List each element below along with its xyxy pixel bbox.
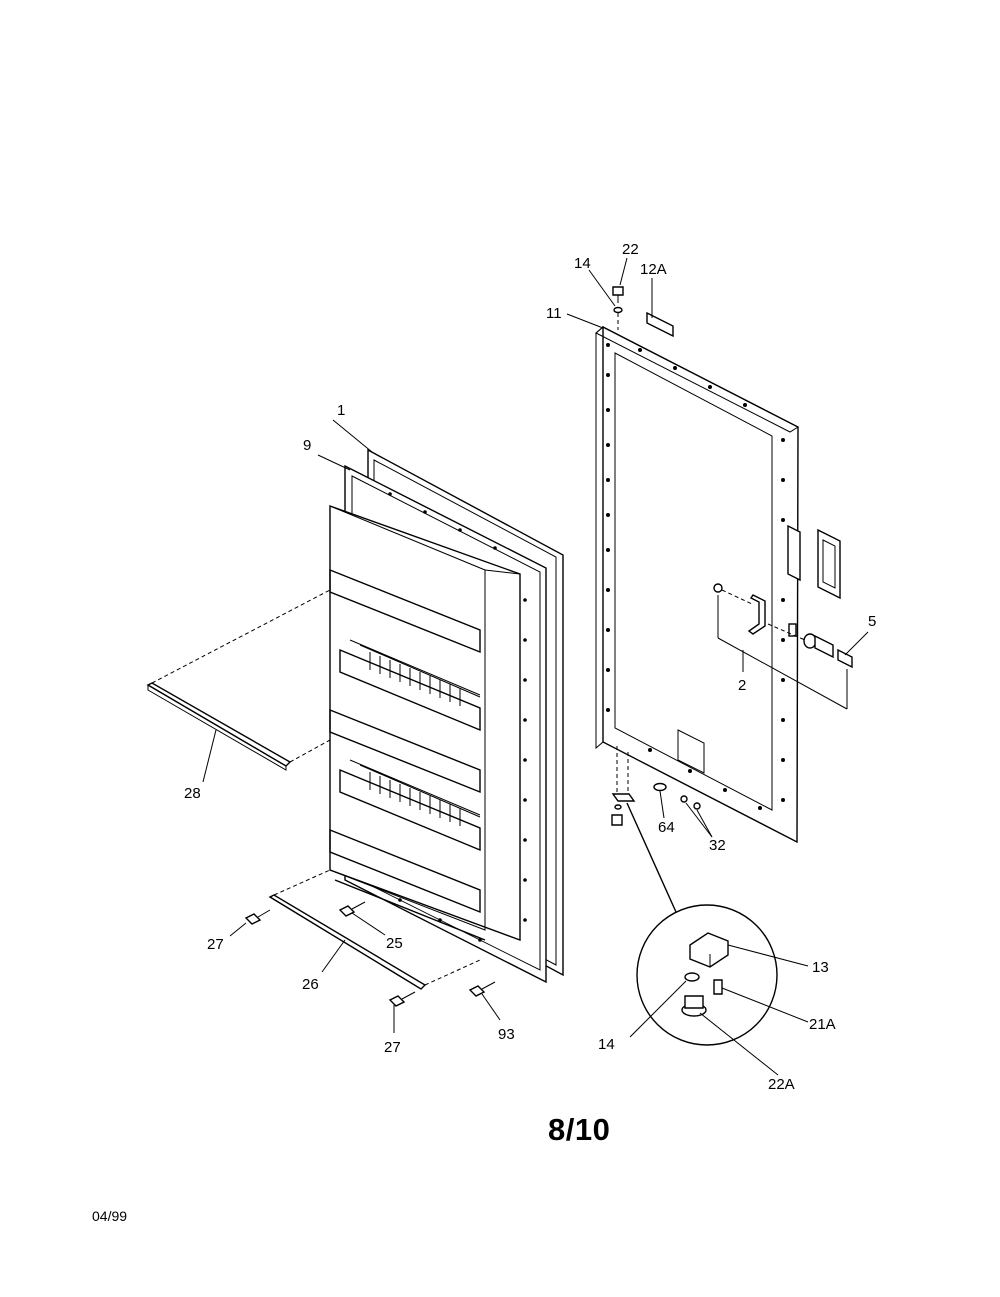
callout-1: 1 [337,402,345,419]
shelf-bar [146,589,331,783]
screws [229,419,501,1033]
liner-screw-holes [388,492,527,942]
callout-5: 5 [868,613,876,630]
door-shelves [329,568,486,941]
door-screw-holes [606,343,785,810]
callout-14-bottom: 14 [598,1036,615,1053]
latch-lock-parts [713,583,869,710]
callout-22: 22 [622,241,639,258]
callout-9: 9 [303,437,311,454]
callout-93: 93 [498,1026,515,1043]
inner-liner [329,492,527,942]
callout-22A: 22A [768,1076,795,1093]
callout-2: 2 [738,677,746,694]
page-number: 8/10 [548,1112,611,1147]
callout-64: 64 [658,819,675,836]
bottom-hinge-parts [611,746,713,913]
handle-assembly [787,524,841,600]
callout-13: 13 [812,959,829,976]
callout-27-bottom: 27 [384,1039,401,1056]
bottom-trim [268,869,481,990]
callout-28: 28 [184,785,201,802]
callout-26: 26 [302,976,319,993]
callout-21A: 21A [809,1016,836,1033]
detail-circle [629,904,809,1076]
door-panel [595,325,800,844]
callout-14-top: 14 [574,255,591,272]
callout-labels: 1 9 28 27 26 27 25 93 22 14 12A 11 5 2 6… [184,241,876,1093]
callout-27-top: 27 [207,936,224,953]
callout-11: 11 [546,305,562,322]
top-hardware [566,257,674,338]
callout-25: 25 [386,935,403,952]
callout-12A: 12A [640,261,667,278]
date-code: 04/99 [92,1208,128,1224]
shelf-ribs [369,652,461,826]
callout-32: 32 [709,837,726,854]
